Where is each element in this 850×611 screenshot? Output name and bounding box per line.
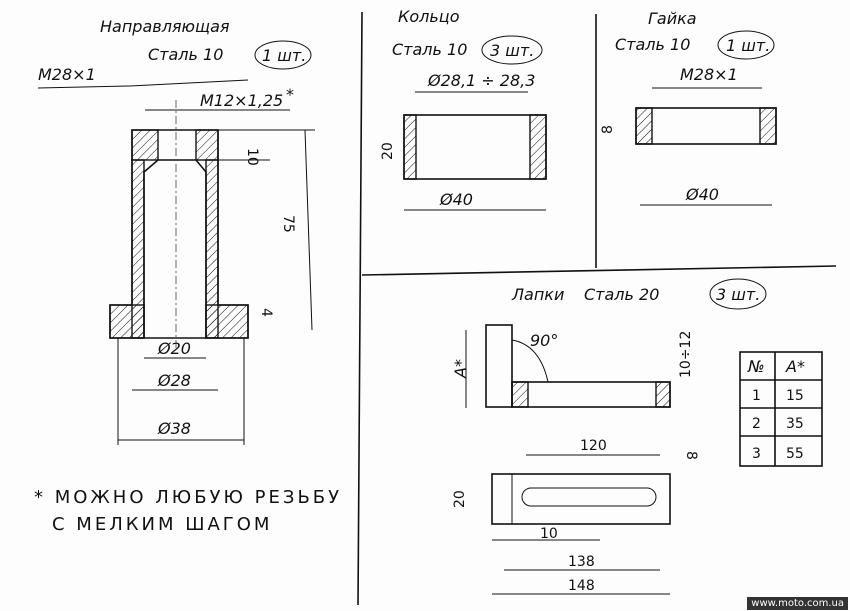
table-cell: 2 bbox=[752, 416, 761, 432]
dim-height: 75 bbox=[280, 215, 296, 233]
dim-flange: 4 bbox=[258, 308, 274, 317]
note-line-2: С МЕЛКИМ ШАГОМ bbox=[52, 514, 272, 535]
ring-part: Кольцо Сталь 10 3 шт. Ø28,1 ÷ 28,3 20 Ø4… bbox=[380, 7, 547, 211]
table-cell: 3 bbox=[752, 446, 761, 462]
legs-height-var: A* bbox=[451, 359, 470, 379]
nut-title: Гайка bbox=[648, 9, 697, 28]
guide-part: Направляющая Сталь 10 1 шт. M28×1 M12×1,… bbox=[37, 17, 315, 445]
nut-qty: 1 шт. bbox=[726, 36, 770, 55]
dia-flange: Ø38 bbox=[157, 419, 191, 438]
legs-qty: 3 шт. bbox=[716, 285, 760, 304]
table-cell: 55 bbox=[786, 446, 804, 462]
legs-material: Сталь 20 bbox=[584, 285, 659, 304]
table-header-num: № bbox=[747, 357, 765, 376]
size-table: № A* 1 15 2 35 3 55 bbox=[739, 351, 823, 467]
legs-thickness: 10÷12 bbox=[678, 331, 694, 378]
asterisk: * bbox=[286, 85, 294, 104]
nut-material: Сталь 10 bbox=[615, 35, 690, 54]
ring-title: Кольцо bbox=[398, 7, 460, 26]
legs-width: 8 bbox=[683, 451, 699, 460]
legs-angle: 90° bbox=[530, 331, 558, 350]
ring-dia-outer: Ø40 bbox=[439, 190, 473, 209]
legs-title: Лапки bbox=[511, 285, 564, 304]
table-cell: 1 bbox=[752, 388, 761, 404]
guide-title: Направляющая bbox=[100, 17, 230, 36]
legs-len-total: 148 bbox=[568, 578, 595, 594]
legs-part: Лапки Сталь 20 3 шт. 90° A* 10÷12 120 8 … bbox=[451, 278, 767, 595]
nut-thread: M28×1 bbox=[680, 65, 738, 84]
legs-slot-offset: 10 bbox=[540, 526, 558, 542]
dim-top: 10 bbox=[244, 148, 260, 166]
guide-thread-inner: M12×1,25 bbox=[200, 91, 283, 110]
note-line-1: * МОЖНО ЛЮБУЮ РЕЗЬБУ bbox=[34, 487, 342, 508]
guide-material: Сталь 10 bbox=[148, 45, 223, 64]
ring-qty: 3 шт. bbox=[490, 41, 534, 60]
nut-height: 8 bbox=[600, 125, 616, 134]
dia-mid: Ø28 bbox=[157, 371, 191, 390]
ring-dia-inner: Ø28,1 ÷ 28,3 bbox=[427, 71, 535, 90]
guide-qty: 1 шт. bbox=[262, 46, 306, 65]
divider-vertical bbox=[357, 11, 363, 606]
nut-dia-outer: Ø40 bbox=[685, 185, 719, 204]
table-header-a: A* bbox=[785, 357, 805, 376]
table-cell: 35 bbox=[786, 416, 804, 432]
divider-horizontal bbox=[361, 265, 837, 276]
watermark: www.moto.com.ua bbox=[747, 597, 848, 610]
legs-len-inner: 138 bbox=[568, 554, 595, 570]
guide-thread-outer: M28×1 bbox=[38, 65, 96, 84]
dia-inner: Ø20 bbox=[157, 339, 191, 358]
legs-plate-width: 20 bbox=[452, 490, 468, 508]
nut-part: Гайка Сталь 10 1 шт. M28×1 8 Ø40 bbox=[600, 9, 777, 206]
table-cell: 15 bbox=[786, 388, 804, 404]
ring-material: Сталь 10 bbox=[392, 40, 467, 59]
ring-height: 20 bbox=[380, 142, 396, 160]
legs-length-slot: 120 bbox=[580, 438, 607, 454]
